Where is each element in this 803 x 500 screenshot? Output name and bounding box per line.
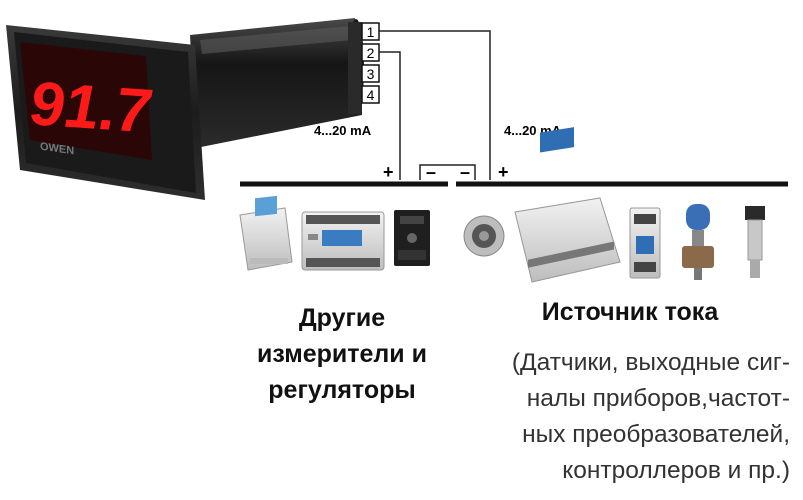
brand-logo: OWEN <box>40 141 74 158</box>
wires <box>379 30 491 180</box>
other-meters-devices <box>239 195 430 271</box>
terminal-block: 1 2 3 4 <box>361 22 380 104</box>
right-plus: + <box>498 162 509 182</box>
plc-controller <box>514 127 621 283</box>
din-module-small <box>239 195 293 271</box>
current-label-left: 4...20 mA <box>314 123 372 138</box>
current-source-desc-line3: ных преобразователей, <box>522 421 790 448</box>
left-plus: + <box>383 162 394 182</box>
sensor-head <box>463 215 505 257</box>
pressure-sensor <box>745 206 765 278</box>
terminal-1: 1 <box>367 24 375 40</box>
frequency-converter <box>394 210 430 266</box>
right-minus: – <box>460 162 470 182</box>
terminal-3: 3 <box>367 66 375 82</box>
other-meters-label: Другие измерители и регуляторы <box>232 300 452 408</box>
current-source-devices <box>463 127 765 283</box>
controller-unit <box>301 211 385 271</box>
left-minus: – <box>426 162 436 182</box>
pressure-transmitter <box>682 204 714 280</box>
other-meters-label-line2: измерители и <box>257 340 427 368</box>
current-source-desc-line2: налы приборов,частот- <box>526 385 790 412</box>
terminal-2: 2 <box>367 45 375 61</box>
current-source-description: (Датчики, выходные сиг- налы приборов,ча… <box>460 345 790 489</box>
current-source-title: Источник тока <box>541 298 719 326</box>
other-meters-label-line1: Другие <box>298 304 386 332</box>
panel-meter: 91.7 OWEN <box>6 18 364 200</box>
current-source-desc-line1: (Датчики, выходные сиг- <box>511 349 790 376</box>
terminal-4: 4 <box>367 87 375 103</box>
din-rail-module <box>629 207 661 279</box>
current-source-desc-line4: контроллеров и пр.) <box>562 457 790 484</box>
display-window <box>20 42 152 160</box>
display-value: 91.7 <box>30 69 153 147</box>
other-meters-label-line3: регуляторы <box>268 376 416 404</box>
